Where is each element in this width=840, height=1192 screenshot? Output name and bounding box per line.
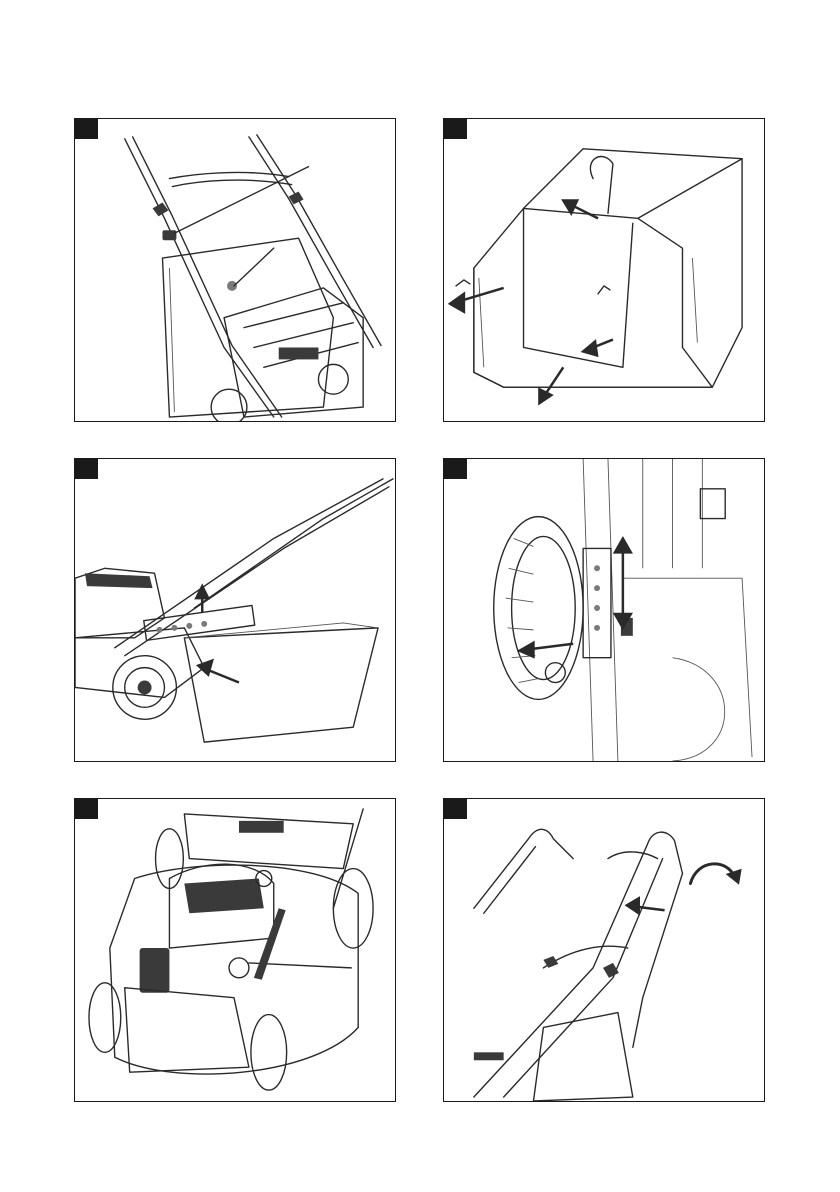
- handle-cable-illustration: [75, 119, 395, 421]
- handle-fold-illustration: [444, 799, 764, 1101]
- figure-panel-1: [74, 118, 396, 422]
- grass-box-illustration: [444, 119, 764, 421]
- grass-box-attach-illustration: [75, 459, 395, 761]
- figure-panel-4: [443, 458, 765, 762]
- figure-panel-3: [74, 458, 396, 762]
- figure-panel-6: [443, 798, 765, 1102]
- height-adjust-illustration: [444, 459, 764, 761]
- mower-top-illustration: [75, 799, 395, 1101]
- figure-panel-5: [74, 798, 396, 1102]
- figure-panel-2: [443, 118, 765, 422]
